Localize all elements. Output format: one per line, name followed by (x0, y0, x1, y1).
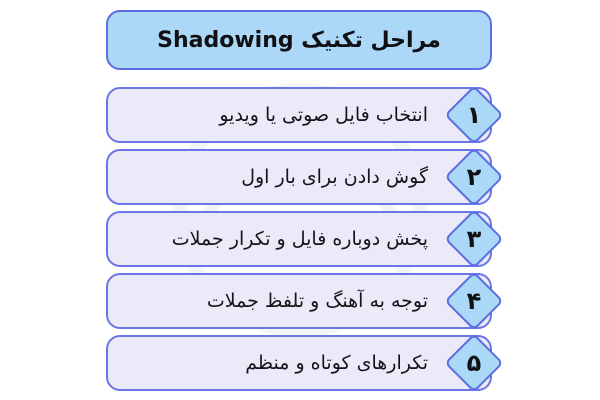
step-number-4: ۴ (466, 287, 482, 315)
step-number-5: ۵ (466, 349, 482, 377)
step-card-5: تکرارهای کوتاه و منظم (106, 335, 492, 391)
step-card-4: توجه به آهنگ و تلفظ جملات (106, 273, 492, 329)
step-text-2: گوش دادن برای بار اول (241, 166, 428, 188)
step-text-4: توجه به آهنگ و تلفظ جملات (206, 290, 428, 312)
step-card-1: انتخاب فایل صوتی یا ویدیو (106, 87, 492, 143)
step-card-2: گوش دادن برای بار اول (106, 149, 492, 205)
step-text-1: انتخاب فایل صوتی یا ویدیو (219, 104, 428, 126)
step-card-3: پخش دوباره فایل و تکرار جملات (106, 211, 492, 267)
title-banner: مراحل تکنیک Shadowing (106, 10, 492, 70)
step-number-2: ۲ (466, 163, 482, 191)
step-number-1: ۱ (466, 101, 482, 129)
step-number-3: ۳ (466, 225, 482, 253)
page-title: مراحل تکنیک Shadowing (157, 27, 441, 53)
step-text-3: پخش دوباره فایل و تکرار جملات (171, 228, 428, 250)
step-text-5: تکرارهای کوتاه و منظم (245, 352, 428, 374)
